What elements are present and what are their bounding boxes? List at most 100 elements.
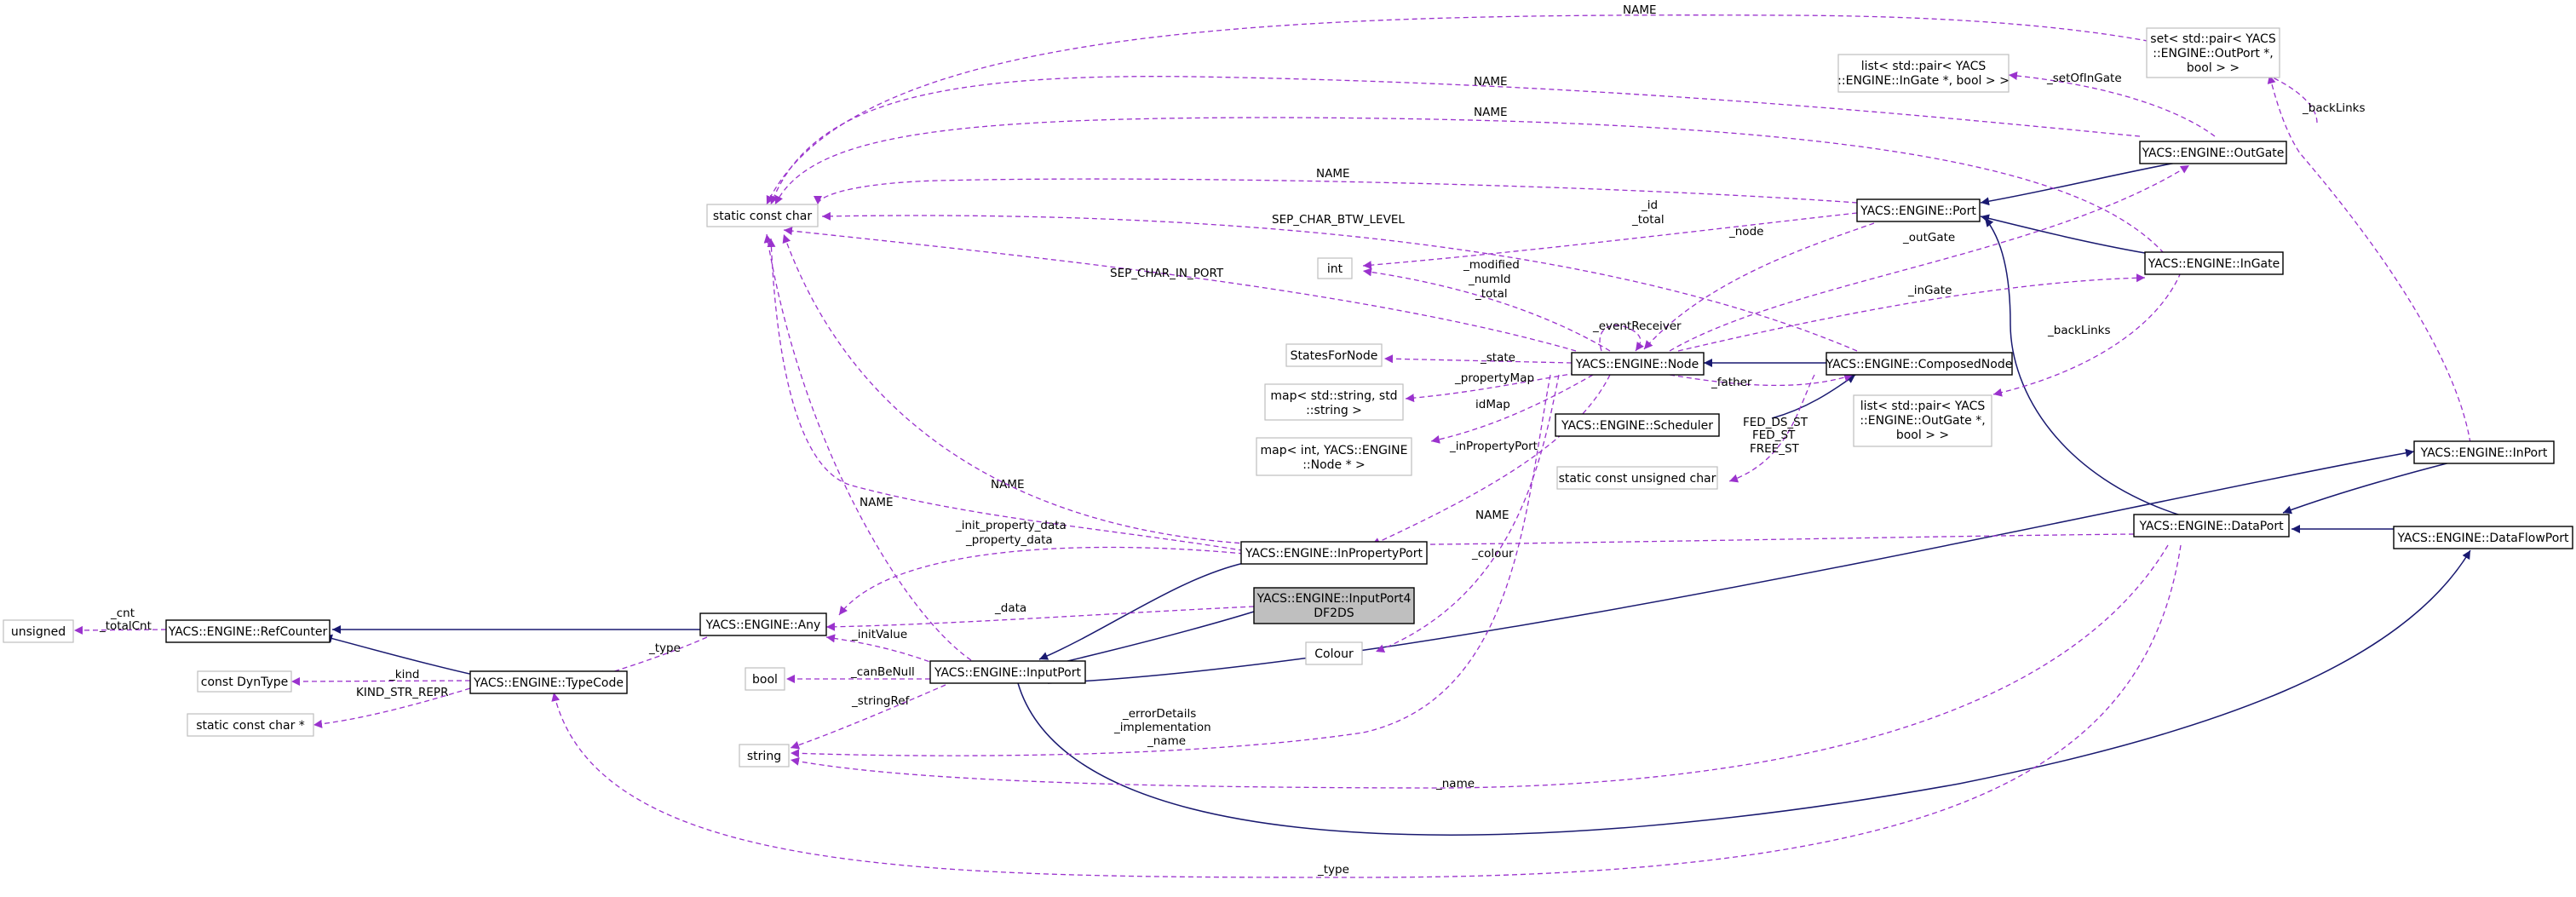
node-label: YACS::ENGINE::InPort bbox=[2420, 446, 2548, 460]
node-label: YACS::ENGINE::OutGate bbox=[2142, 147, 2285, 160]
node-out-gate[interactable]: YACS::ENGINE::OutGate bbox=[2139, 141, 2287, 164]
edge-in-property-port: _inPropertyPort bbox=[1371, 374, 1611, 546]
node-label: YACS::ENGINE::TypeCode bbox=[473, 676, 624, 690]
node-in-property-port[interactable]: YACS::ENGINE::InPropertyPort bbox=[1240, 541, 1428, 565]
node-label-line-1: list< std::pair< YACS bbox=[1861, 60, 1987, 73]
edge-kind: _kind bbox=[290, 668, 471, 686]
node-label: StatesForNode bbox=[1291, 349, 1378, 363]
node-list-outgate[interactable]: list< std::pair< YACS ::ENGINE::OutGate … bbox=[1853, 394, 1992, 447]
node-data-port[interactable]: YACS::ENGINE::DataPort bbox=[2133, 514, 2290, 538]
edge-label-name-outgate: NAME bbox=[1474, 75, 1508, 89]
edge-label-fed-st: FED_ST bbox=[1752, 428, 1796, 442]
node-input-port4-df2ds[interactable]: YACS::ENGINE::InputPort4 DF2DS bbox=[1253, 587, 1415, 624]
edge-data: _data bbox=[825, 601, 1255, 631]
node-static-const-unsigned-char[interactable]: static const unsigned char bbox=[1556, 466, 1718, 490]
node-static-const-char[interactable]: static const char bbox=[706, 204, 819, 227]
node-composed-node[interactable]: YACS::ENGINE::ComposedNode bbox=[1826, 352, 2013, 376]
edge-label-node: _node bbox=[1728, 225, 1763, 239]
edge-label-id: _id bbox=[1641, 198, 1658, 212]
node-label: unsigned bbox=[11, 625, 66, 639]
node-port[interactable]: YACS::ENGINE::Port bbox=[1856, 198, 1981, 222]
edge-name-outgate: NAME bbox=[769, 75, 2141, 205]
edge-setofingate: _setOfInGate bbox=[2008, 72, 2216, 137]
edge-typecode-to-refcounter bbox=[323, 634, 478, 676]
edge-string-ref: _stringRef bbox=[790, 684, 946, 750]
node-colour[interactable]: Colour bbox=[1305, 641, 1363, 665]
node-label: YACS::ENGINE::DataFlowPort bbox=[2396, 532, 2569, 545]
edge-label-kind: _kind bbox=[388, 668, 419, 681]
node-input-port[interactable]: YACS::ENGINE::InputPort bbox=[929, 660, 1086, 684]
edge-label-name-err: _name bbox=[1147, 734, 1186, 748]
node-label: string bbox=[747, 750, 781, 763]
edge-sep-char-in-port: SEP_CHAR_IN_PORT bbox=[783, 227, 1577, 352]
node-set-outport[interactable]: set< std::pair< YACS ::ENGINE::OutPort *… bbox=[2146, 27, 2280, 78]
node-label: YACS::ENGINE::InGate bbox=[2148, 257, 2280, 271]
node-label-line-1: list< std::pair< YACS bbox=[1860, 400, 1986, 413]
edge-fed-states: FED_DS_ST FED_ST FREE_ST bbox=[1728, 374, 1815, 483]
edge-idmap: idMap bbox=[1430, 374, 1594, 444]
edge-label-totalcnt: _totalCnt bbox=[99, 619, 152, 633]
node-label-line-2: ::Node * > bbox=[1302, 458, 1366, 472]
node-bool[interactable]: bool bbox=[745, 667, 785, 691]
node-ref-counter[interactable]: YACS::ENGINE::RefCounter bbox=[165, 619, 331, 643]
edge-name-top: NAME bbox=[766, 3, 2318, 205]
edge-dataport-to-port bbox=[1984, 217, 2182, 516]
node-label: static const unsigned char bbox=[1559, 472, 1716, 486]
edge-label-can-be-null: _canBeNull bbox=[850, 665, 915, 679]
edge-label-init-value: _initValue bbox=[851, 628, 907, 641]
edge-colour: _colour bbox=[1375, 374, 1560, 653]
node-label: YACS::ENGINE::Any bbox=[705, 618, 821, 632]
node-node[interactable]: YACS::ENGINE::Node bbox=[1571, 352, 1705, 376]
node-int[interactable]: int bbox=[1317, 257, 1353, 279]
node-label: static const char bbox=[713, 210, 812, 223]
edges: NAME NAME NAME NAME _setOfInGate _backLi… bbox=[73, 3, 2471, 878]
edge-label-in-property-port: _inPropertyPort bbox=[1449, 440, 1538, 453]
edge-label-colour: _colour bbox=[1471, 547, 1514, 561]
edge-backlinks-inport: _backLinks bbox=[2267, 74, 2471, 444]
node-label: YACS::ENGINE::Node bbox=[1575, 358, 1699, 371]
edge-label-event-receiver: _eventReceiver bbox=[1592, 319, 1682, 333]
edge-can-be-null: _canBeNull bbox=[786, 665, 930, 683]
node-in-gate[interactable]: YACS::ENGINE::InGate bbox=[2144, 251, 2284, 275]
edge-label-property-map: _propertyMap bbox=[1454, 371, 1534, 385]
node-scheduler[interactable]: YACS::ENGINE::Scheduler bbox=[1555, 413, 1720, 437]
edge-node-port: _node bbox=[1643, 222, 1875, 350]
edge-ingate-to-port bbox=[1980, 214, 2146, 254]
edge-error-details: _errorDetails _implementation _name bbox=[790, 374, 1551, 758]
node-map-int-node[interactable]: map< int, YACS::ENGINE ::Node * > bbox=[1256, 437, 1412, 476]
node-states-for-node[interactable]: StatesForNode bbox=[1285, 343, 1383, 367]
node-any[interactable]: YACS::ENGINE::Any bbox=[699, 612, 827, 636]
node-const-dyntype[interactable]: const DynType bbox=[197, 670, 292, 693]
node-static-const-char-ptr[interactable]: static const char * bbox=[187, 713, 314, 737]
edge-state: _state bbox=[1383, 351, 1573, 365]
edge-name-lower: _name bbox=[790, 544, 2169, 791]
edge-id-total: _id _total bbox=[1362, 198, 1858, 270]
edge-label-backlinks-inport: _backLinks bbox=[2302, 101, 2366, 115]
edge-ingate-node: _inGate bbox=[1677, 273, 2146, 352]
edge-father: _father bbox=[1669, 373, 1854, 389]
edge-property-map: _propertyMap bbox=[1405, 371, 1577, 403]
node-type-code[interactable]: YACS::ENGINE::TypeCode bbox=[469, 670, 628, 694]
node-label-line-2: ::ENGINE::InGate *, bool > > bbox=[1837, 74, 2010, 88]
edge-inputport-to-dataflowport bbox=[1017, 549, 2471, 836]
edge-scheduler-to-composednode bbox=[1771, 374, 1856, 419]
node-label-line-3: bool > > bbox=[1896, 428, 1949, 442]
edge-label-modified: _modified bbox=[1463, 258, 1520, 272]
edge-label-name-ingate: NAME bbox=[1474, 106, 1508, 119]
edge-cnt: _cnt _totalCnt bbox=[73, 607, 167, 635]
edge-outgate-to-port bbox=[1980, 161, 2182, 206]
edge-label-implementation: _implementation bbox=[1113, 721, 1211, 734]
node-list-ingate[interactable]: list< std::pair< YACS ::ENGINE::InGate *… bbox=[1837, 54, 2010, 93]
node-unsigned[interactable]: unsigned bbox=[3, 619, 74, 643]
edge-init-property-data: _init_property_data _property_data bbox=[838, 519, 1245, 616]
edge-inpropertyport-to-inputport bbox=[1038, 562, 1245, 660]
node-in-port[interactable]: YACS::ENGINE::InPort bbox=[2413, 440, 2555, 464]
edge-label-error-details: _errorDetails bbox=[1122, 707, 1196, 721]
node-label: YACS::ENGINE::Scheduler bbox=[1561, 419, 1713, 433]
node-map-string[interactable]: map< std::string, std ::string > bbox=[1264, 383, 1404, 421]
node-string[interactable]: string bbox=[739, 744, 790, 768]
edge-type-any: _type bbox=[595, 636, 708, 679]
node-data-flow-port[interactable]: YACS::ENGINE::DataFlowPort bbox=[2393, 526, 2573, 549]
edge-inputport4df2ds-to-inputport bbox=[1045, 611, 1255, 669]
